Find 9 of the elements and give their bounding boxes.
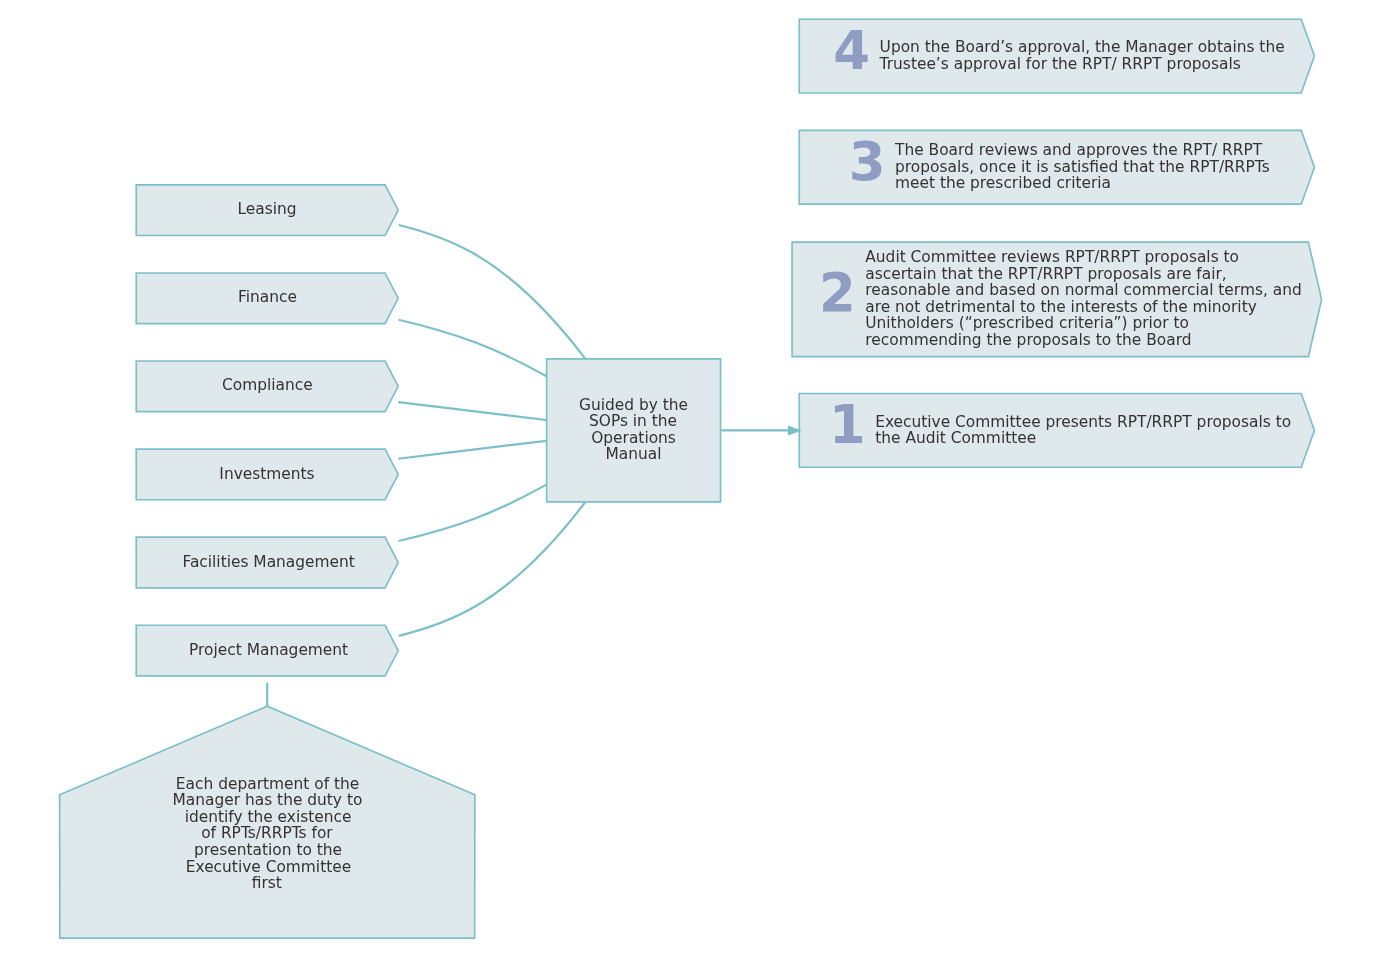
connector [397, 439, 547, 460]
connector [397, 501, 586, 637]
connector [397, 223, 586, 360]
connector [397, 318, 547, 378]
node-box: Guided by the SOPs in the Operations Manual [545, 358, 721, 503]
connector [265, 682, 268, 707]
arrow [720, 425, 802, 436]
connector [397, 401, 547, 422]
connector [397, 483, 547, 543]
